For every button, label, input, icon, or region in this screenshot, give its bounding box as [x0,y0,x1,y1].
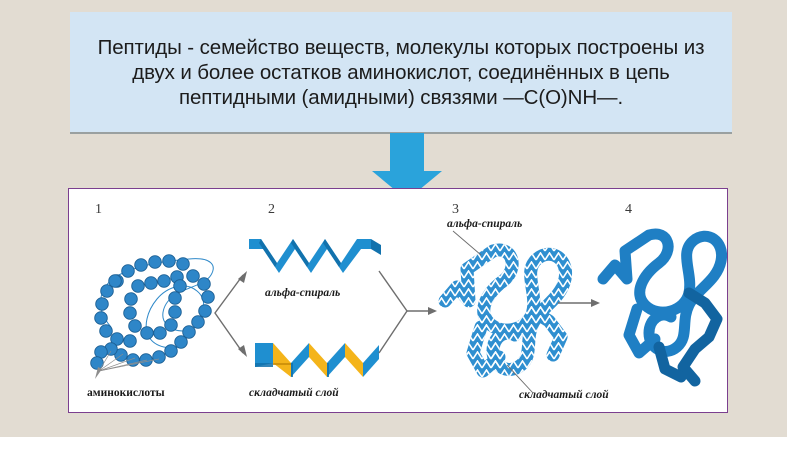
stage-number-4: 4 [625,202,632,217]
down-arrow-icon [371,133,443,201]
quaternary-structure-shape [597,227,727,397]
stage-number-3: 3 [452,202,459,217]
branch-arrow-1-to-2 [205,269,265,359]
caption-pleated-sheet-stage3: складчатый слой [519,389,609,401]
tertiary-structure-shape [437,225,587,395]
page-title: Пептиды - семейство веществ, молекулы ко… [97,35,705,109]
protein-structure-diagram: 1 2 3 4 [68,188,728,413]
beta-pleated-sheet-ribbon [253,337,383,383]
stage-number-2: 2 [268,202,275,217]
primary-structure-bead-chain [71,221,221,401]
merge-arrow-2-to-3 [373,267,439,359]
caption-alpha-helix-stage3: альфа-спираль [447,218,523,230]
alpha-helix-ribbon [247,233,387,275]
caption-amino-acids: аминокислоты [87,387,165,399]
caption-alpha-helix-stage2: альфа-спираль [265,287,341,299]
stage-number-1: 1 [95,202,102,217]
arrow-3-to-4 [558,295,602,311]
title-box: Пептиды - семейство веществ, молекулы ко… [70,12,732,134]
caption-pleated-sheet-stage2: складчатый слой [249,387,339,399]
